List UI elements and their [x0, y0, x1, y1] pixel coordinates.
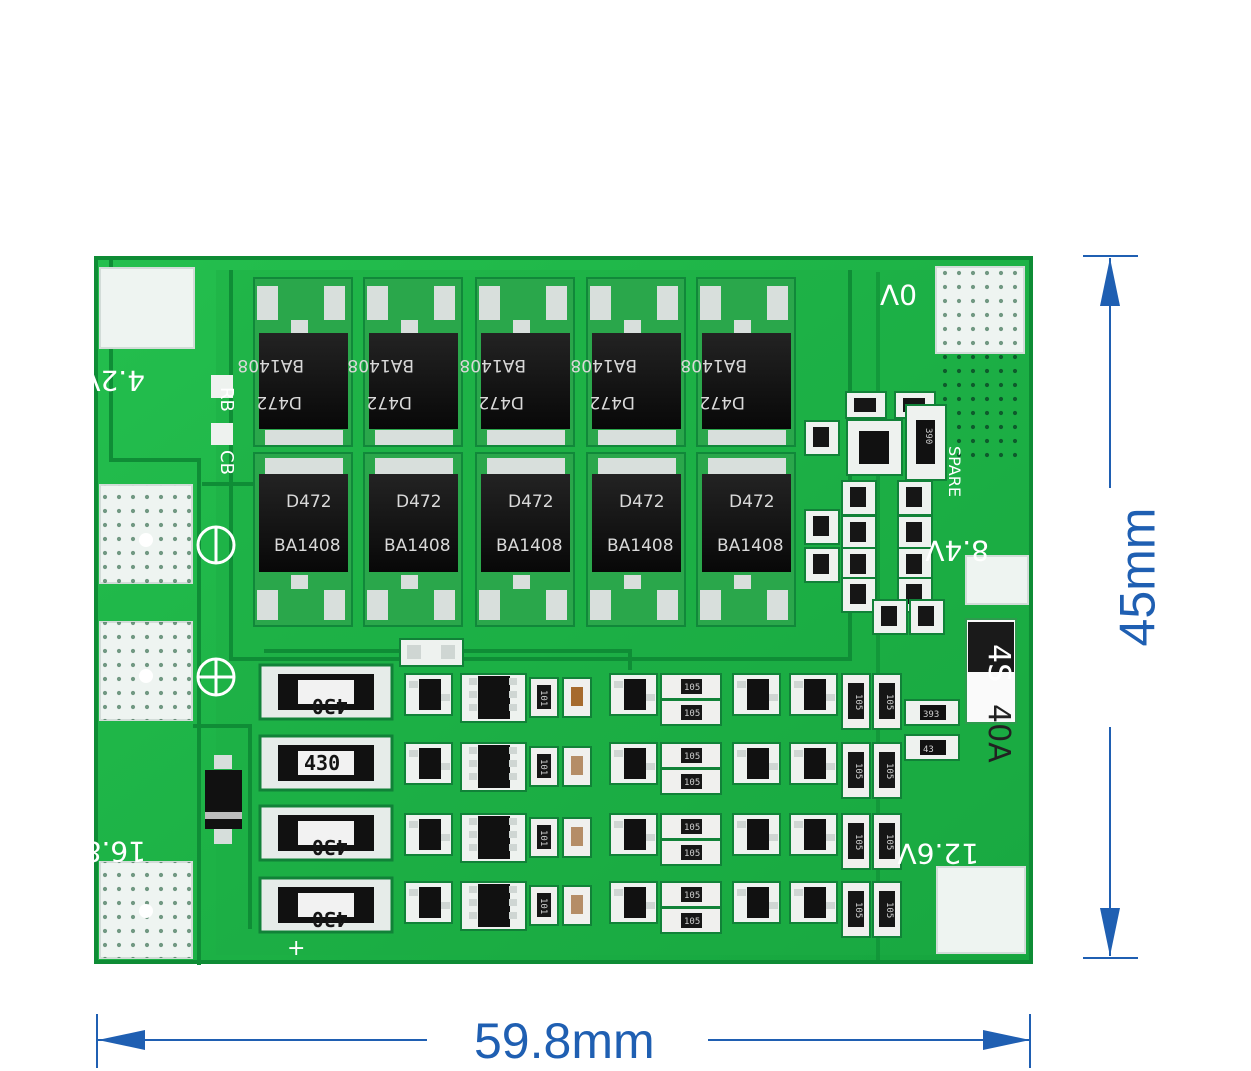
mosfet-code: D472 — [396, 492, 442, 512]
balance-row-1: 101 105 105 105 105 — [404, 673, 902, 730]
four-s-label: 4S — [981, 644, 1016, 682]
mosfet-array: BA1408D472D472BA1408BA1408D472D472BA1408… — [237, 277, 796, 627]
sixteen-eight-volt-label: 16.8V — [65, 835, 147, 868]
smd-code: 101 — [538, 830, 548, 846]
eight-four-volt-label: 8.4V — [925, 534, 989, 567]
smd-code: 101 — [538, 690, 548, 706]
mosfet-code: BA1408 — [570, 355, 637, 375]
smd-code: 105 — [884, 834, 894, 850]
smd-code: 105 — [684, 823, 700, 833]
smd-code: 105 — [884, 902, 894, 918]
pad-right-middle — [965, 555, 1029, 605]
pad-left-1 — [99, 484, 193, 584]
four-s-rating-block: 4S 40A — [965, 618, 1017, 763]
power-resistor-code: 430 — [312, 694, 348, 718]
polarity-minus-symbol — [196, 525, 236, 565]
cb-label: CB — [216, 450, 237, 475]
balance-row-4: 101 105 105 105 105 — [404, 881, 902, 938]
balance-row-3: 101 105 105 105 105 — [404, 813, 902, 870]
mosfet-code: D472 — [589, 392, 635, 412]
dimension-arrows — [96, 255, 1138, 1068]
mosfet-code: BA1408 — [347, 355, 414, 375]
mosfet-code: BA1408 — [237, 355, 304, 375]
zero-volt-label: 0V — [880, 278, 917, 311]
four-two-volt-label: 4.2V — [81, 364, 145, 397]
smd-code: 105 — [684, 752, 700, 762]
smd-code: 393 — [923, 710, 939, 720]
mosfet-code: BA1408 — [384, 536, 451, 556]
smd-code: 105 — [884, 763, 894, 779]
smd-code: 105 — [684, 917, 700, 927]
smd-code: 105 — [684, 778, 700, 788]
plus-marker: + — [287, 936, 305, 961]
smd-code: 105 — [684, 891, 700, 901]
board-silkscreen: 0V 4.2V 8.4V 12.6V 16.8V SPARE RB CB + 4… — [65, 278, 1017, 961]
forty-a-label: 40A — [981, 704, 1016, 763]
power-resistor-1: 430 — [258, 663, 394, 721]
via-field-right — [936, 353, 1026, 463]
mosfet-code: BA1408 — [459, 355, 526, 375]
power-resistor-4: 430 — [258, 876, 394, 934]
mosfet-code: D472 — [699, 392, 745, 412]
smd-code: 101 — [538, 759, 548, 775]
twelve-six-volt-label: 12.6V — [898, 837, 980, 870]
mosfet-code: D472 — [729, 492, 775, 512]
power-resistors: 430 430 430 430 — [258, 663, 394, 934]
smd-code: 105 — [853, 834, 863, 850]
mosfet-code: BA1408 — [717, 536, 784, 556]
smd-code: 101 — [538, 898, 548, 914]
power-resistor-code: 430 — [312, 835, 348, 859]
side-control-cluster: 390 393 43 — [211, 375, 960, 761]
height-dimension-label: 45mm — [1109, 507, 1166, 647]
power-resistor-3: 430 — [258, 804, 394, 862]
smd-code: 105 — [853, 694, 863, 710]
mosfet-code: BA1408 — [607, 536, 674, 556]
rb-label: RB — [216, 387, 237, 412]
power-resistor-code: 430 — [304, 751, 340, 775]
spare-label: SPARE — [945, 446, 964, 497]
smd-code: 105 — [684, 683, 700, 693]
balance-row-2: 101 105 105 105 105 — [404, 742, 902, 799]
smd-code: 43 — [923, 745, 934, 755]
power-resistor-2: 430 — [258, 734, 394, 792]
pad-bottom-left — [99, 861, 193, 959]
pad-top-left — [99, 267, 195, 349]
mosfet-code: BA1408 — [274, 536, 341, 556]
pad-top-right — [935, 266, 1025, 354]
smd-code: 105 — [684, 849, 700, 859]
diode — [205, 755, 242, 844]
polarity-plus-symbol — [196, 657, 236, 697]
mosfet-code: D472 — [478, 392, 524, 412]
terminal-pads — [99, 266, 1029, 959]
smd-code: 105 — [884, 694, 894, 710]
pad-bottom-right — [936, 866, 1026, 954]
mosfet-code: D472 — [508, 492, 554, 512]
pad-left-2 — [99, 621, 193, 721]
mosfet-code: BA1408 — [680, 355, 747, 375]
power-resistor-code: 430 — [312, 907, 348, 931]
mosfet-code: D472 — [366, 392, 412, 412]
mosfet-code: D472 — [619, 492, 665, 512]
mosfet-code: D472 — [286, 492, 332, 512]
smd-code: 105 — [684, 709, 700, 719]
smd-code: 105 — [853, 763, 863, 779]
mosfet-code: D472 — [256, 392, 302, 412]
width-dimension-label: 59.8mm — [474, 1013, 655, 1069]
smd-code: 105 — [853, 902, 863, 918]
smd-code: 390 — [923, 428, 933, 444]
mosfet-code: BA1408 — [496, 536, 563, 556]
